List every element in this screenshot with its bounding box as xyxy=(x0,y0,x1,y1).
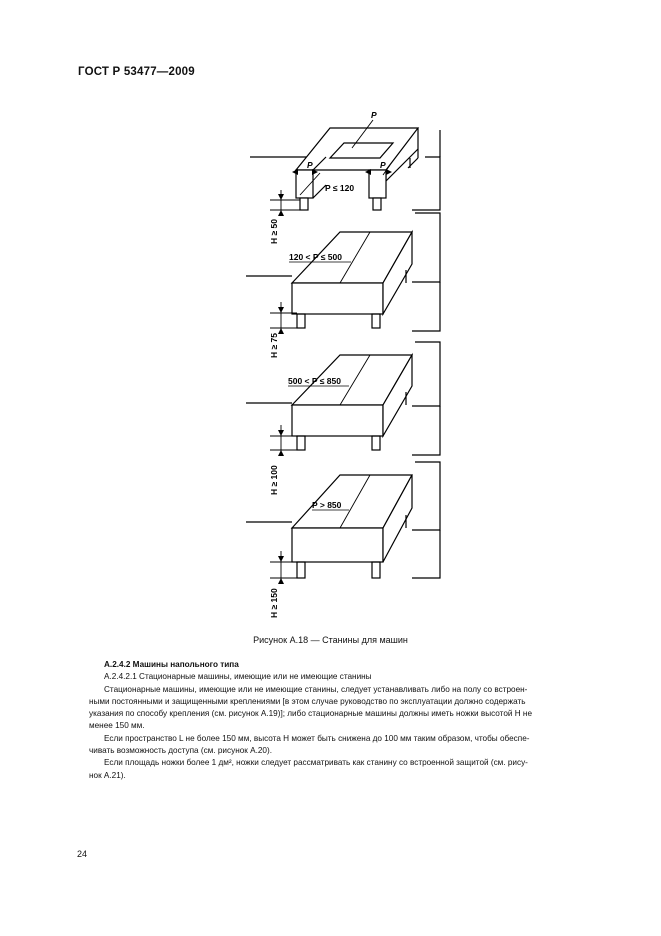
paragraph-1-line: ными постоянными и защищенными крепления… xyxy=(89,696,526,706)
figure-caption: Рисунок A.18 — Станины для машин xyxy=(253,635,408,645)
paragraph-2-line: Если пространство L не более 150 мм, выс… xyxy=(104,733,530,743)
page-number: 24 xyxy=(77,849,88,859)
label-p-left: P xyxy=(307,160,313,170)
paragraph-1-line: Стационарные машины, имеющие или не имею… xyxy=(104,684,528,694)
paragraph-1: Стационарные машины, имеющие или не имею… xyxy=(89,684,592,733)
paragraph-3-line: Если площадь ножки более 1 дм², ножки сл… xyxy=(104,758,528,768)
document-header: ГОСТ Р 53477—2009 xyxy=(78,66,195,78)
machine-stands-figure: P P P P ≤ 120 120 < P ≤ 500 500 < P ≤ 85… xyxy=(246,110,441,618)
paragraph-3-line: нок A.21). xyxy=(89,770,126,780)
paragraph-2-line: чивать возможность доступа (см. рисунок … xyxy=(89,746,272,756)
label-h1: H ≥ 50 xyxy=(269,219,279,244)
body-text: A.2.4.2 Машины напольного типа A.2.4.2.1… xyxy=(89,659,592,782)
stand-3 xyxy=(246,341,441,456)
label-p1: P ≤ 120 xyxy=(325,183,354,193)
subsection-heading: A.2.4.2.1 Стационарные машины, имеющие и… xyxy=(104,672,372,682)
label-h3: H ≥ 100 xyxy=(269,465,279,495)
stand-small-ring xyxy=(250,127,441,211)
paragraph-3: Если площадь ножки более 1 дм², ножки сл… xyxy=(89,757,592,782)
stand-4 xyxy=(246,461,441,579)
label-p4: P > 850 xyxy=(312,500,342,510)
label-p3: 500 < P ≤ 850 xyxy=(288,376,341,386)
label-p2: 120 < P ≤ 500 xyxy=(289,252,342,262)
label-p-top: P xyxy=(371,110,377,120)
paragraph-1-line: указания по способу крепления (см. рисун… xyxy=(89,709,533,719)
section-heading: A.2.4.2 Машины напольного типа xyxy=(104,660,239,669)
label-h2: H ≥ 75 xyxy=(269,333,279,358)
label-p-right: P xyxy=(380,160,386,170)
label-h4: H ≥ 150 xyxy=(269,588,279,618)
stand-2 xyxy=(246,212,441,332)
paragraph-1-line: менее 150 мм. xyxy=(89,721,145,731)
paragraph-2: Если пространство L не более 150 мм, выс… xyxy=(89,733,592,758)
